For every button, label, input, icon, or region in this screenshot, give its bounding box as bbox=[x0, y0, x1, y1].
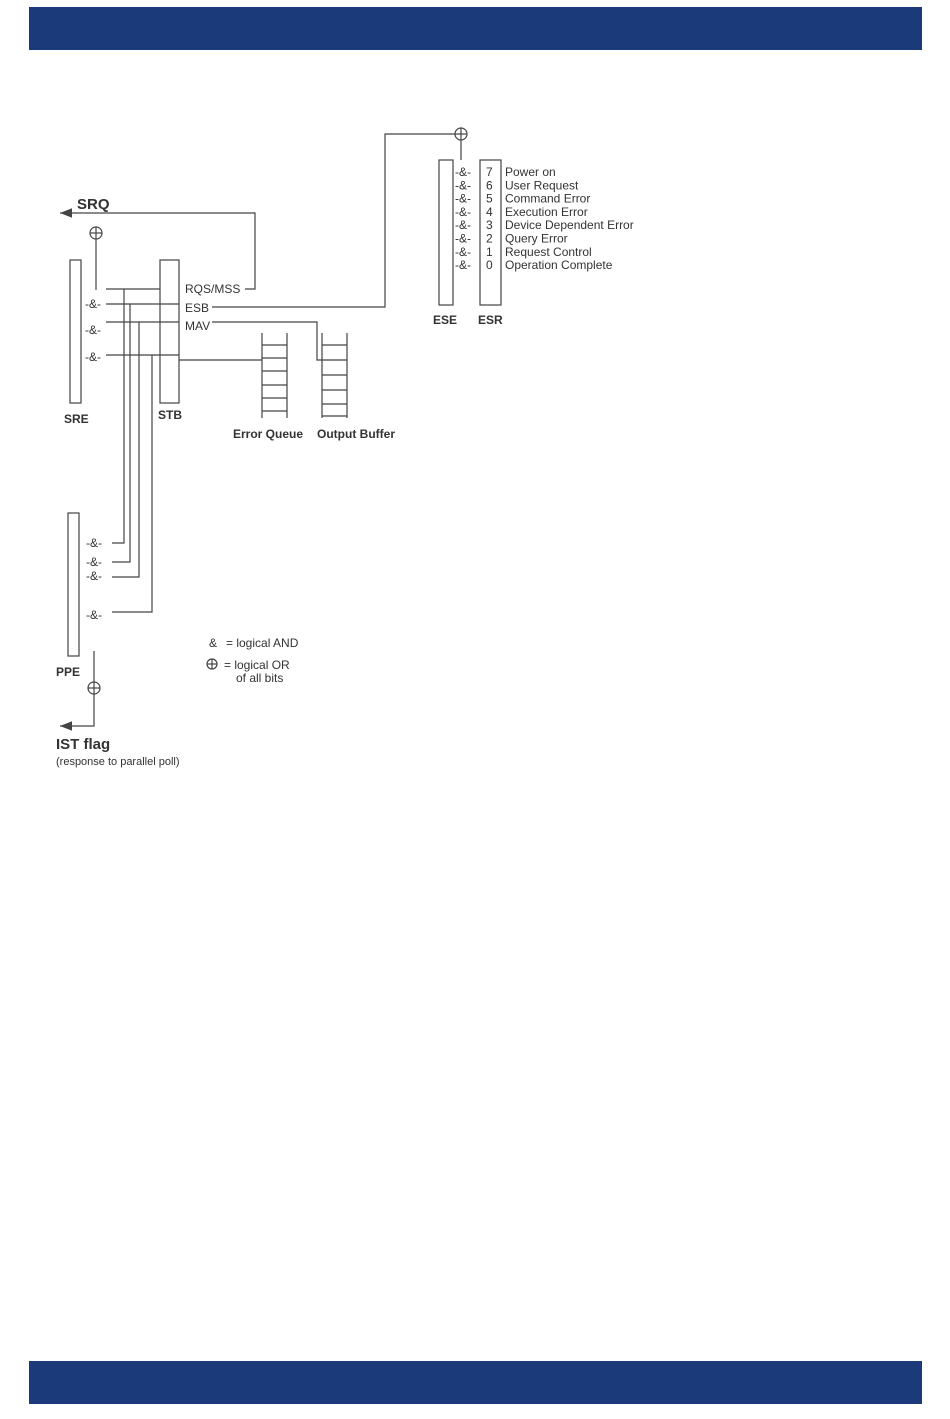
stb-bit-mav: MAV bbox=[185, 319, 210, 333]
ppe-and-4: -&- bbox=[86, 608, 102, 622]
ppe-feed-3 bbox=[112, 322, 140, 578]
ese-and-gate: -&- bbox=[455, 232, 471, 246]
esr-bit-number: 6 bbox=[486, 178, 493, 192]
esr-register bbox=[479, 159, 502, 306]
esr-bit-number: 3 bbox=[486, 218, 493, 232]
esr-bit-label: Query Error bbox=[505, 232, 568, 246]
ese-and-gate: -&- bbox=[455, 192, 471, 206]
ppe-register bbox=[67, 512, 80, 657]
or-gate-ese bbox=[454, 127, 468, 141]
sre-label: SRE bbox=[64, 412, 89, 426]
ese-and-gate: -&- bbox=[455, 178, 471, 192]
legend-or-text: = logical OR bbox=[224, 658, 290, 672]
esr-bit-label: User Request bbox=[505, 178, 579, 192]
legend-or-text-2: of all bits bbox=[236, 671, 283, 685]
srq-label: SRQ bbox=[77, 196, 110, 213]
esr-bit-label: Power on bbox=[505, 165, 556, 179]
ist-flag-label: IST flag bbox=[56, 736, 110, 753]
stb-label: STB bbox=[158, 408, 182, 422]
esr-bit-number: 0 bbox=[486, 258, 493, 272]
ese-and-gate: -&- bbox=[455, 218, 471, 232]
ist-note: (response to parallel poll) bbox=[56, 756, 180, 768]
ese-and-gates: -&--&--&--&--&--&--&--&- bbox=[455, 165, 471, 272]
ppe-and-1: -&- bbox=[86, 536, 102, 550]
error-queue bbox=[261, 333, 288, 418]
sre-and-3: -&- bbox=[85, 350, 101, 364]
ese-register bbox=[438, 159, 454, 306]
esr-bit-number: 1 bbox=[486, 245, 493, 259]
ist-arrow bbox=[60, 694, 95, 731]
rqs-line bbox=[95, 212, 256, 290]
ese-and-gate: -&- bbox=[455, 205, 471, 219]
ppe-feed-2 bbox=[112, 304, 131, 563]
output-buffer bbox=[321, 333, 348, 418]
mav-line bbox=[212, 321, 322, 361]
header-band bbox=[29, 7, 922, 50]
ese-and-gate: -&- bbox=[455, 258, 471, 272]
ese-and-gate: -&- bbox=[455, 245, 471, 259]
ese-and-gate: -&- bbox=[455, 165, 471, 179]
ppe-and-2: -&- bbox=[86, 555, 102, 569]
esr-bits: 7 Power on 6 User Request 5 Command Error 4 Exe… bbox=[486, 165, 634, 272]
sre-and-2: -&- bbox=[85, 323, 101, 337]
legend-and-text: = logical AND bbox=[226, 636, 299, 650]
ppe-feed-1 bbox=[112, 289, 125, 544]
esr-bit-label: Command Error bbox=[505, 192, 590, 206]
ppe-feed-4 bbox=[112, 355, 153, 613]
esb-line bbox=[212, 133, 455, 308]
esr-label: ESR bbox=[478, 313, 503, 327]
output-buffer-label: Output Buffer bbox=[317, 427, 395, 441]
error-queue-label: Error Queue bbox=[233, 427, 303, 441]
footer-band bbox=[29, 1361, 922, 1404]
esr-bit-label: Execution Error bbox=[505, 205, 588, 219]
esr-bit-number: 7 bbox=[486, 165, 493, 179]
sre-register bbox=[69, 259, 82, 404]
sre-and-1: -&- bbox=[85, 297, 101, 311]
or-gate-srq bbox=[89, 226, 103, 240]
stb-register bbox=[159, 259, 180, 404]
esr-bit-number: 4 bbox=[486, 205, 493, 219]
legend-and-symbol: & bbox=[209, 636, 217, 650]
ese-label: ESE bbox=[433, 313, 457, 327]
stb-bit-esb: ESB bbox=[185, 301, 209, 315]
stb-bit-rqs: RQS/MSS bbox=[185, 282, 240, 296]
esr-bit-label: Operation Complete bbox=[505, 258, 613, 272]
ppe-and-3: -&- bbox=[86, 569, 102, 583]
esr-bit-label: Request Control bbox=[505, 245, 592, 259]
ppe-label: PPE bbox=[56, 665, 80, 679]
esr-bit-number: 5 bbox=[486, 192, 493, 206]
legend-or-icon bbox=[206, 658, 218, 670]
esr-bit-number: 2 bbox=[486, 232, 493, 246]
esr-bit-label: Device Dependent Error bbox=[505, 218, 634, 232]
or-gate-ppe bbox=[87, 681, 101, 695]
